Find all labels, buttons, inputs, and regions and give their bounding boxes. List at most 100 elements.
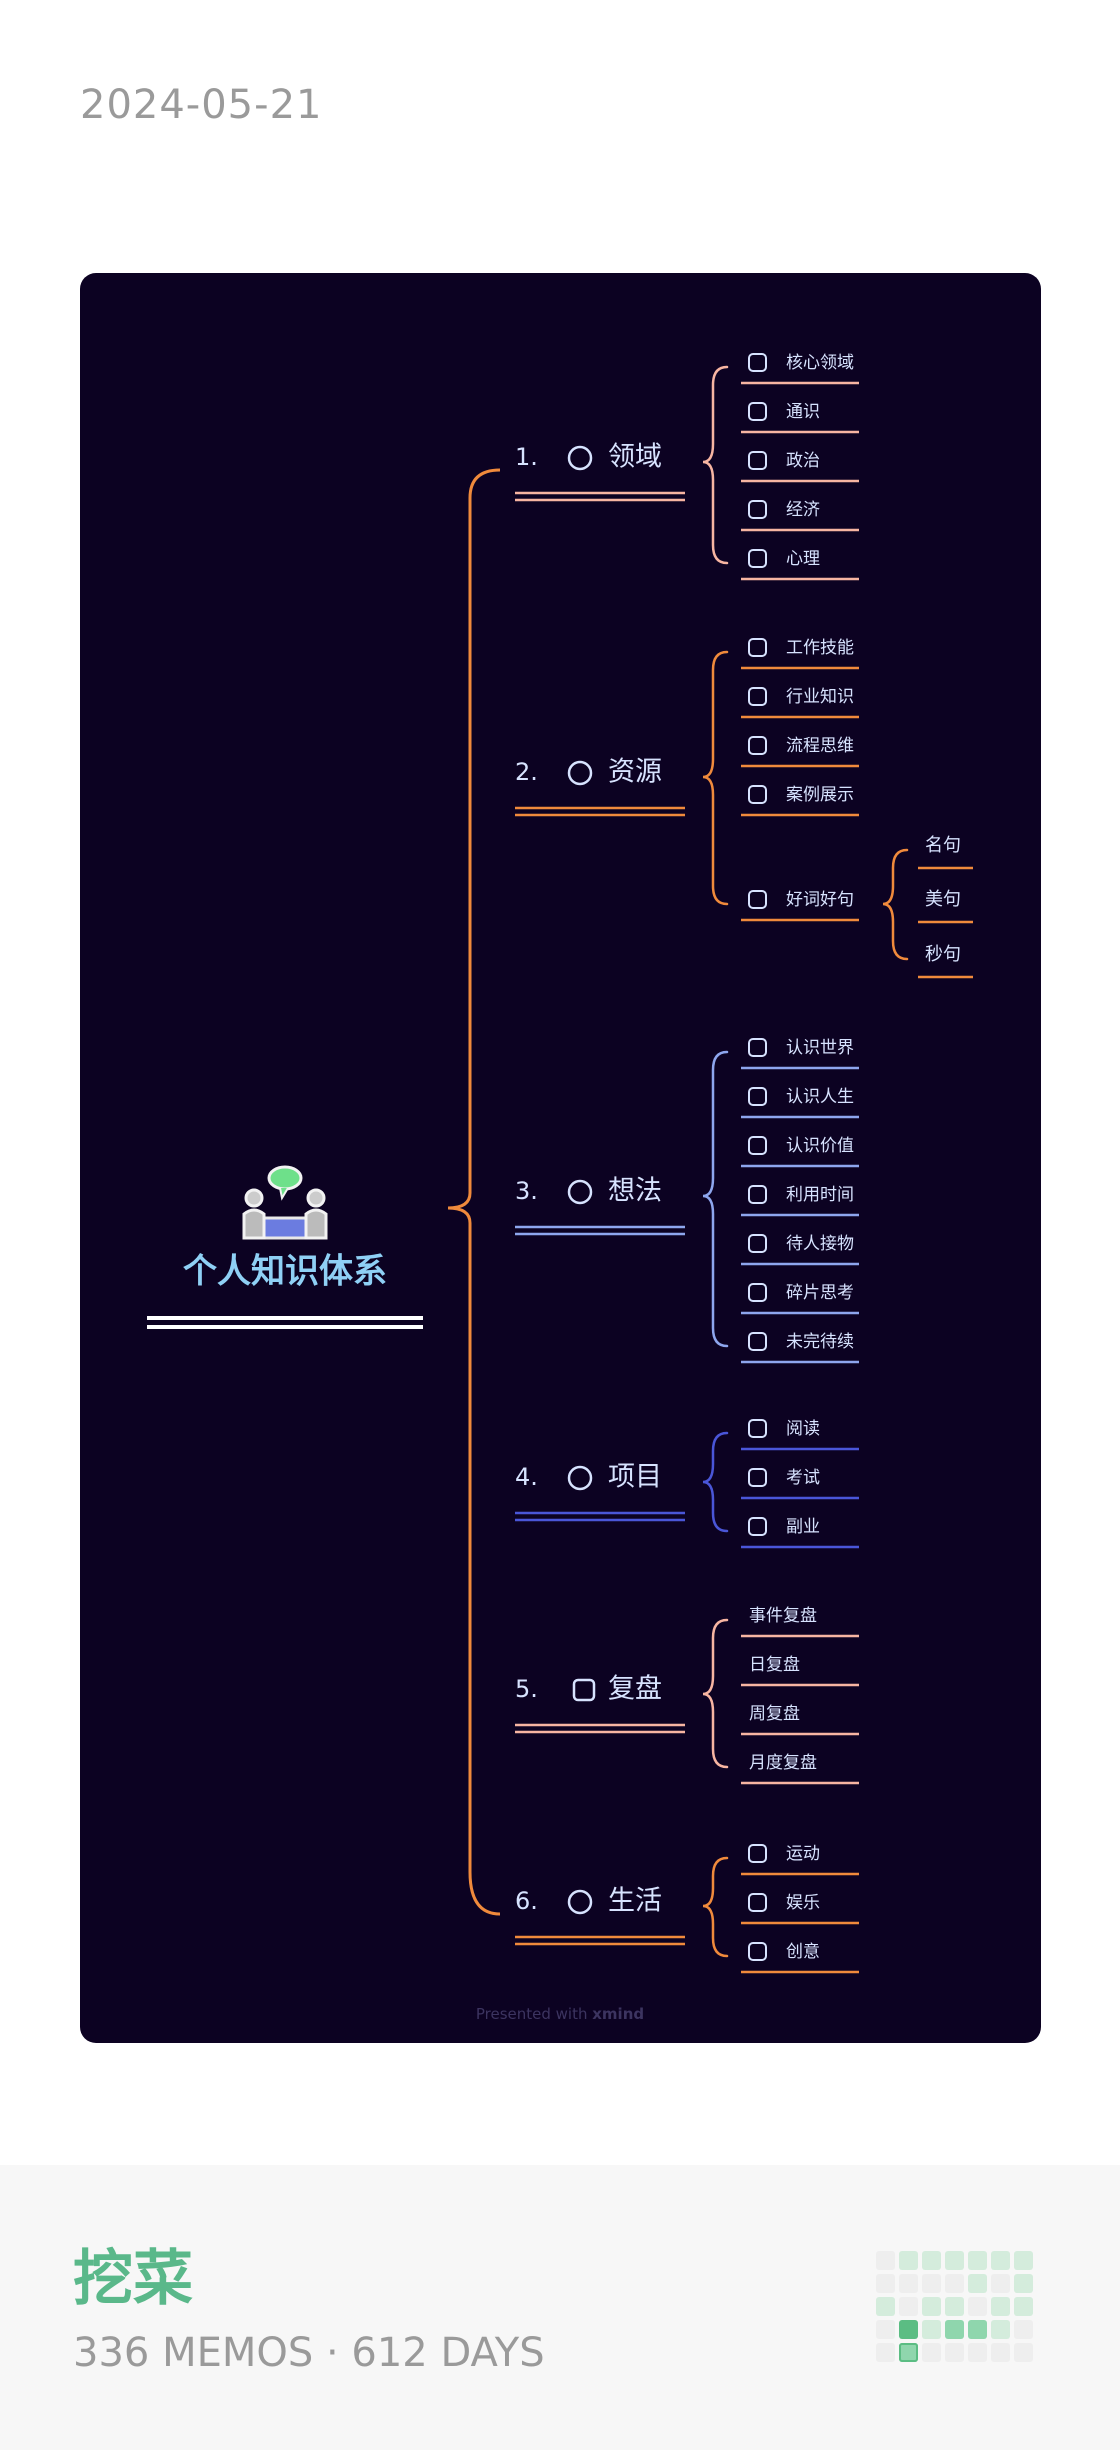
branch-2-child-3-label: 流程思维 (786, 736, 854, 756)
person-right-body (304, 1208, 328, 1240)
checkbox-icon (748, 687, 767, 706)
checkbox-icon (748, 1517, 767, 1536)
branch-2-brace (702, 650, 729, 906)
heatmap-cell (945, 2274, 964, 2293)
branch-1-child-2-label: 通识 (786, 402, 820, 422)
branch-2-child-5-sub-1: 名句 (925, 835, 961, 856)
connectors (447, 365, 909, 1958)
branch-4-child-1-label: 阅读 (786, 1419, 820, 1439)
heatmap-cell (991, 2297, 1010, 2316)
branch-3-child-4-label: 利用时间 (786, 1185, 854, 1205)
branch-3-label: 想法 (608, 1176, 662, 1207)
branch-3-number: 3. (515, 1177, 538, 1205)
branch-1-label: 领域 (608, 442, 662, 473)
branch-1-child-1-label: 核心领域 (786, 353, 854, 373)
person-left-body (242, 1208, 266, 1240)
branch-4-brace (702, 1431, 729, 1533)
branch-4-child-2-label: 考试 (786, 1468, 820, 1488)
checkbox-icon (748, 1468, 767, 1487)
main-connector (447, 468, 501, 1916)
heatmap-cell (991, 2343, 1010, 2362)
checkbox-icon (748, 1038, 767, 1057)
checkbox-icon (748, 353, 767, 372)
checkbox-icon (748, 1844, 767, 1863)
heatmap-cell (876, 2320, 895, 2339)
checkbox-icon (748, 1419, 767, 1438)
heatmap-cell (1014, 2297, 1033, 2316)
heatmap-cell (899, 2297, 918, 2316)
branch-1-child-5-label: 心理 (786, 549, 820, 569)
heatmap-cell (1014, 2343, 1033, 2362)
branch-2-child-4-label: 案例展示 (786, 785, 854, 805)
person-right-head (306, 1188, 326, 1208)
checkbox-icon (572, 1678, 596, 1702)
heatmap-cell (876, 2274, 895, 2293)
branch-4-label: 项目 (608, 1462, 662, 1493)
branch-2-label: 资源 (608, 757, 662, 788)
branch-6-child-3-label: 创意 (786, 1942, 820, 1962)
branch-2-child-5-brace (882, 848, 909, 961)
heatmap-cell (991, 2320, 1010, 2339)
branch-4-number: 4. (515, 1463, 538, 1491)
heatmap-cell (968, 2251, 987, 2270)
heatmap-cell (922, 2343, 941, 2362)
heatmap-cell (945, 2297, 964, 2316)
branch-2-child-1-label: 工作技能 (786, 638, 854, 658)
branch-1-brace (702, 365, 729, 565)
checkbox-icon (748, 1136, 767, 1155)
branch-5-child-2-label: 日复盘 (749, 1655, 800, 1675)
branch-2-child-5-sub-3: 秒句 (925, 944, 961, 965)
mindmap-canvas: 个人知识体系1.领域核心领域通识政治经济心理2.资源工作技能行业知识流程思维案例… (147, 353, 973, 2023)
brand-name: 挖菜 (73, 2244, 193, 2314)
checkbox-icon (748, 1942, 767, 1961)
branch-2-child-5-label: 好词好句 (786, 890, 854, 910)
circle-icon (567, 1889, 593, 1915)
branch-2-child-5-sub-2: 美句 (925, 889, 961, 910)
branch-6-label: 生活 (608, 1886, 662, 1917)
branch-2-child-2-label: 行业知识 (786, 687, 854, 707)
heatmap-cell (945, 2251, 964, 2270)
speech-bubble-tail (279, 1187, 289, 1201)
branch-3-child-3-label: 认识价值 (786, 1136, 854, 1156)
checkbox-icon (748, 1185, 767, 1204)
branch-1-child-4-label: 经济 (786, 500, 820, 520)
branch-6-number: 6. (515, 1887, 538, 1915)
checkbox-icon (748, 1283, 767, 1302)
xmind-credit: Presented with xmind (476, 2005, 644, 2023)
checkbox-icon (748, 402, 767, 421)
branch-1-child-3-label: 政治 (786, 451, 820, 471)
branch-3-child-5-label: 待人接物 (786, 1234, 854, 1254)
branch-4-child-3-label: 副业 (786, 1517, 820, 1537)
speech-bubble-icon (267, 1165, 303, 1191)
checkbox-icon (748, 1893, 767, 1912)
branch-3-child-7-label: 未完待续 (786, 1332, 854, 1352)
heatmap-cell (899, 2320, 918, 2339)
heatmap-cell (922, 2274, 941, 2293)
heatmap-cell (922, 2297, 941, 2316)
circle-icon (567, 445, 593, 471)
heatmap-cell (1014, 2274, 1033, 2293)
checkbox-icon (748, 638, 767, 657)
branch-6-brace (702, 1856, 729, 1958)
branch-3-child-2-label: 认识人生 (786, 1087, 854, 1107)
heatmap-cell (1014, 2320, 1033, 2339)
branch-5-brace (702, 1618, 729, 1769)
branch-5-child-3-label: 周复盘 (749, 1704, 800, 1724)
heatmap-cell (968, 2274, 987, 2293)
checkbox-icon (748, 500, 767, 519)
checkbox-icon (748, 736, 767, 755)
xmind-logo: xmind (592, 2005, 644, 2023)
heatmap-cell (899, 2251, 918, 2270)
activity-heatmap (876, 2251, 1038, 2365)
heatmap-cell (876, 2343, 895, 2362)
branch-6-child-2-label: 娱乐 (786, 1893, 820, 1913)
checkbox-icon (748, 785, 767, 804)
heatmap-cell (968, 2320, 987, 2339)
branch-2-number: 2. (515, 758, 538, 786)
branch-3-child-1-label: 认识世界 (786, 1038, 854, 1058)
heatmap-cell (876, 2297, 895, 2316)
heatmap-cell (899, 2343, 918, 2362)
branch-5-label: 复盘 (608, 1674, 662, 1705)
checkbox-icon (748, 549, 767, 568)
